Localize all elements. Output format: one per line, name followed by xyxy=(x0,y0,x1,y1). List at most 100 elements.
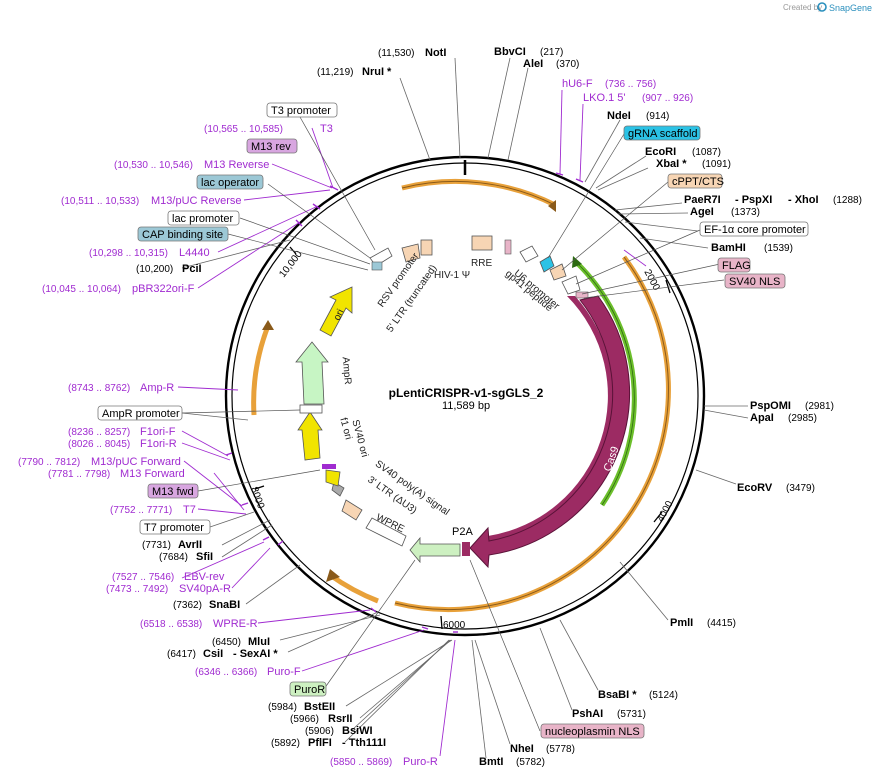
puror-primer[interactable]: Puro-R xyxy=(403,756,438,768)
hiv-psi-label: HIV-1 Ψ xyxy=(434,270,470,281)
nruI-label[interactable]: NruI * xyxy=(362,66,392,78)
pflfi-label[interactable]: PflFI xyxy=(308,737,332,749)
gp41-block xyxy=(504,239,512,255)
bbvci-label[interactable]: BbvCI xyxy=(494,46,526,58)
sv40par-primer[interactable]: SV40pA-R xyxy=(179,583,231,595)
nhei-label[interactable]: NheI xyxy=(510,743,534,755)
snapgene-logo-icon xyxy=(817,2,827,12)
sexai-label[interactable]: - SexAI * xyxy=(233,648,278,660)
pcii-label[interactable]: PciI xyxy=(182,263,202,275)
avrii-label[interactable]: AvrII xyxy=(178,539,202,551)
f1orif-pos: (8236 .. 8257) xyxy=(68,427,130,438)
lac-operator-box[interactable] xyxy=(196,174,264,190)
ampr-promoter-box[interactable] xyxy=(97,405,183,421)
ecori-label[interactable]: EcoRI xyxy=(645,146,676,158)
flag-nls-block xyxy=(575,291,589,299)
m13rev-primer[interactable]: M13 Reverse xyxy=(204,159,269,171)
hu6f-pos: (736 .. 756) xyxy=(605,79,656,90)
brand-name: SnapGene xyxy=(829,3,872,13)
sv40ori-label: SV40 ori xyxy=(349,419,370,459)
ndei-label[interactable]: NdeI xyxy=(607,110,631,122)
agei-label[interactable]: AgeI xyxy=(690,206,714,218)
xhoi-pos: (1288) xyxy=(833,195,862,206)
m13fwd-primer[interactable]: M13 Forward xyxy=(120,468,185,480)
m13-fwd-box[interactable] xyxy=(147,483,199,499)
green-arc-arrowhead xyxy=(572,256,582,268)
xhoi-label[interactable]: - XhoI xyxy=(788,194,819,206)
rsrii-label[interactable]: RsrII xyxy=(328,713,352,725)
grna-scaffold-label: gRNA scaffold xyxy=(628,128,698,140)
t7-primer[interactable]: T7 xyxy=(183,504,196,516)
mlui-label[interactable]: MluI xyxy=(248,636,270,648)
pbr322-primer[interactable]: pBR322ori-F xyxy=(132,283,195,295)
cap-binding-site-box[interactable] xyxy=(137,226,229,242)
f1orif-primer[interactable]: F1ori-F xyxy=(140,426,176,438)
flag-label: FLAG xyxy=(722,260,751,272)
bmti-label[interactable]: BmtI xyxy=(479,756,503,768)
p2a-label: P2A xyxy=(452,526,473,538)
left-orange-arc xyxy=(251,325,271,416)
t7-promoter-box[interactable] xyxy=(139,519,211,535)
bsiwi-label[interactable]: BsiWI xyxy=(342,725,373,737)
puror-box[interactable] xyxy=(289,681,327,697)
ef1a-core-promoter-box[interactable] xyxy=(699,221,809,237)
right-orange-arc-outline xyxy=(394,256,669,611)
pmli-label[interactable]: PmlI xyxy=(670,617,693,629)
flag-box[interactable] xyxy=(717,257,751,273)
bsabi-label[interactable]: BsaBI * xyxy=(598,689,637,701)
notI-label[interactable]: NotI xyxy=(425,47,446,59)
ecorv-pos: (3479) xyxy=(786,483,815,494)
cppt-cts-box[interactable] xyxy=(667,173,723,189)
m13-rev-box[interactable] xyxy=(246,138,298,154)
ebvrev-primer[interactable]: EBV-rev xyxy=(184,571,225,583)
snabi-pos: (7362) xyxy=(173,600,202,611)
pspomi-label[interactable]: PspOMI xyxy=(750,400,791,412)
f1orir-primer[interactable]: F1ori-R xyxy=(140,438,177,450)
snabi-label[interactable]: SnaBI xyxy=(209,599,240,611)
alei-label[interactable]: AleI xyxy=(523,58,543,70)
sv40polya-block xyxy=(331,481,345,497)
apai-label[interactable]: ApaI xyxy=(750,412,774,424)
pshai-label[interactable]: PshAI xyxy=(572,708,603,720)
plasmid-name: pLentiCRISPR-v1-sgGLS_2 xyxy=(389,386,544,400)
m13pucfwd-primer[interactable]: M13/pUC Forward xyxy=(91,456,181,468)
paer7i-label[interactable]: PaeR7I xyxy=(684,194,721,206)
rsrii-pos: (5966) xyxy=(290,714,319,725)
ltr5-label: 5' LTR (truncated) xyxy=(385,263,440,334)
tick-2000 xyxy=(665,279,671,294)
t7-pos: (7752 .. 7771) xyxy=(110,505,172,516)
hu6f-primer[interactable]: hU6-F xyxy=(562,78,593,90)
cppt-cts-label: cPPT/CTS xyxy=(672,176,724,188)
nucleoplasmin-nls-box[interactable] xyxy=(540,723,645,739)
sv40-nls-box[interactable] xyxy=(724,273,786,289)
pshai-pos: (5731) xyxy=(617,709,646,720)
primer-site-marks xyxy=(225,172,584,633)
t3-primer[interactable]: T3 xyxy=(320,123,333,135)
ampr-primer[interactable]: Amp-R xyxy=(140,382,174,394)
ecorv-label[interactable]: EcoRV xyxy=(737,482,773,494)
enzyme-leader-lines xyxy=(181,57,749,759)
l4440-primer[interactable]: L4440 xyxy=(179,247,210,259)
t3-promoter-box[interactable] xyxy=(266,102,338,118)
sfii-label[interactable]: SfiI xyxy=(196,551,213,563)
m13pucrev-primer[interactable]: M13/pUC Reverse xyxy=(151,195,241,207)
sv40par-pos: (7473 .. 7492) xyxy=(106,584,168,595)
bsteii-label[interactable]: BstEII xyxy=(304,701,335,713)
pspomi-pos: (2981) xyxy=(805,401,834,412)
bamhi-label[interactable]: BamHI xyxy=(711,242,746,254)
purof-primer[interactable]: Puro-F xyxy=(267,666,301,678)
t3-promoter-label: T3 promoter xyxy=(271,105,331,117)
xbai-label[interactable]: XbaI * xyxy=(656,158,687,170)
grna-scaffold-box[interactable] xyxy=(623,125,701,141)
feature-leader-lines xyxy=(181,116,725,732)
cas9-arc-body xyxy=(488,296,614,544)
bamhi-pos: (1539) xyxy=(764,243,793,254)
lko1-primer[interactable]: LKO.1 5' xyxy=(583,92,625,104)
bbvci-pos: (217) xyxy=(540,47,563,58)
csii-label[interactable]: CsiI xyxy=(203,648,223,660)
notI-pos: (11,530) xyxy=(378,48,415,59)
lac-promoter-box[interactable] xyxy=(167,210,240,226)
wprer-primer[interactable]: WPRE-R xyxy=(213,618,258,630)
pspxi-label[interactable]: - PspXI xyxy=(735,194,772,206)
tth111i-label[interactable]: - Tth111I xyxy=(342,737,386,749)
